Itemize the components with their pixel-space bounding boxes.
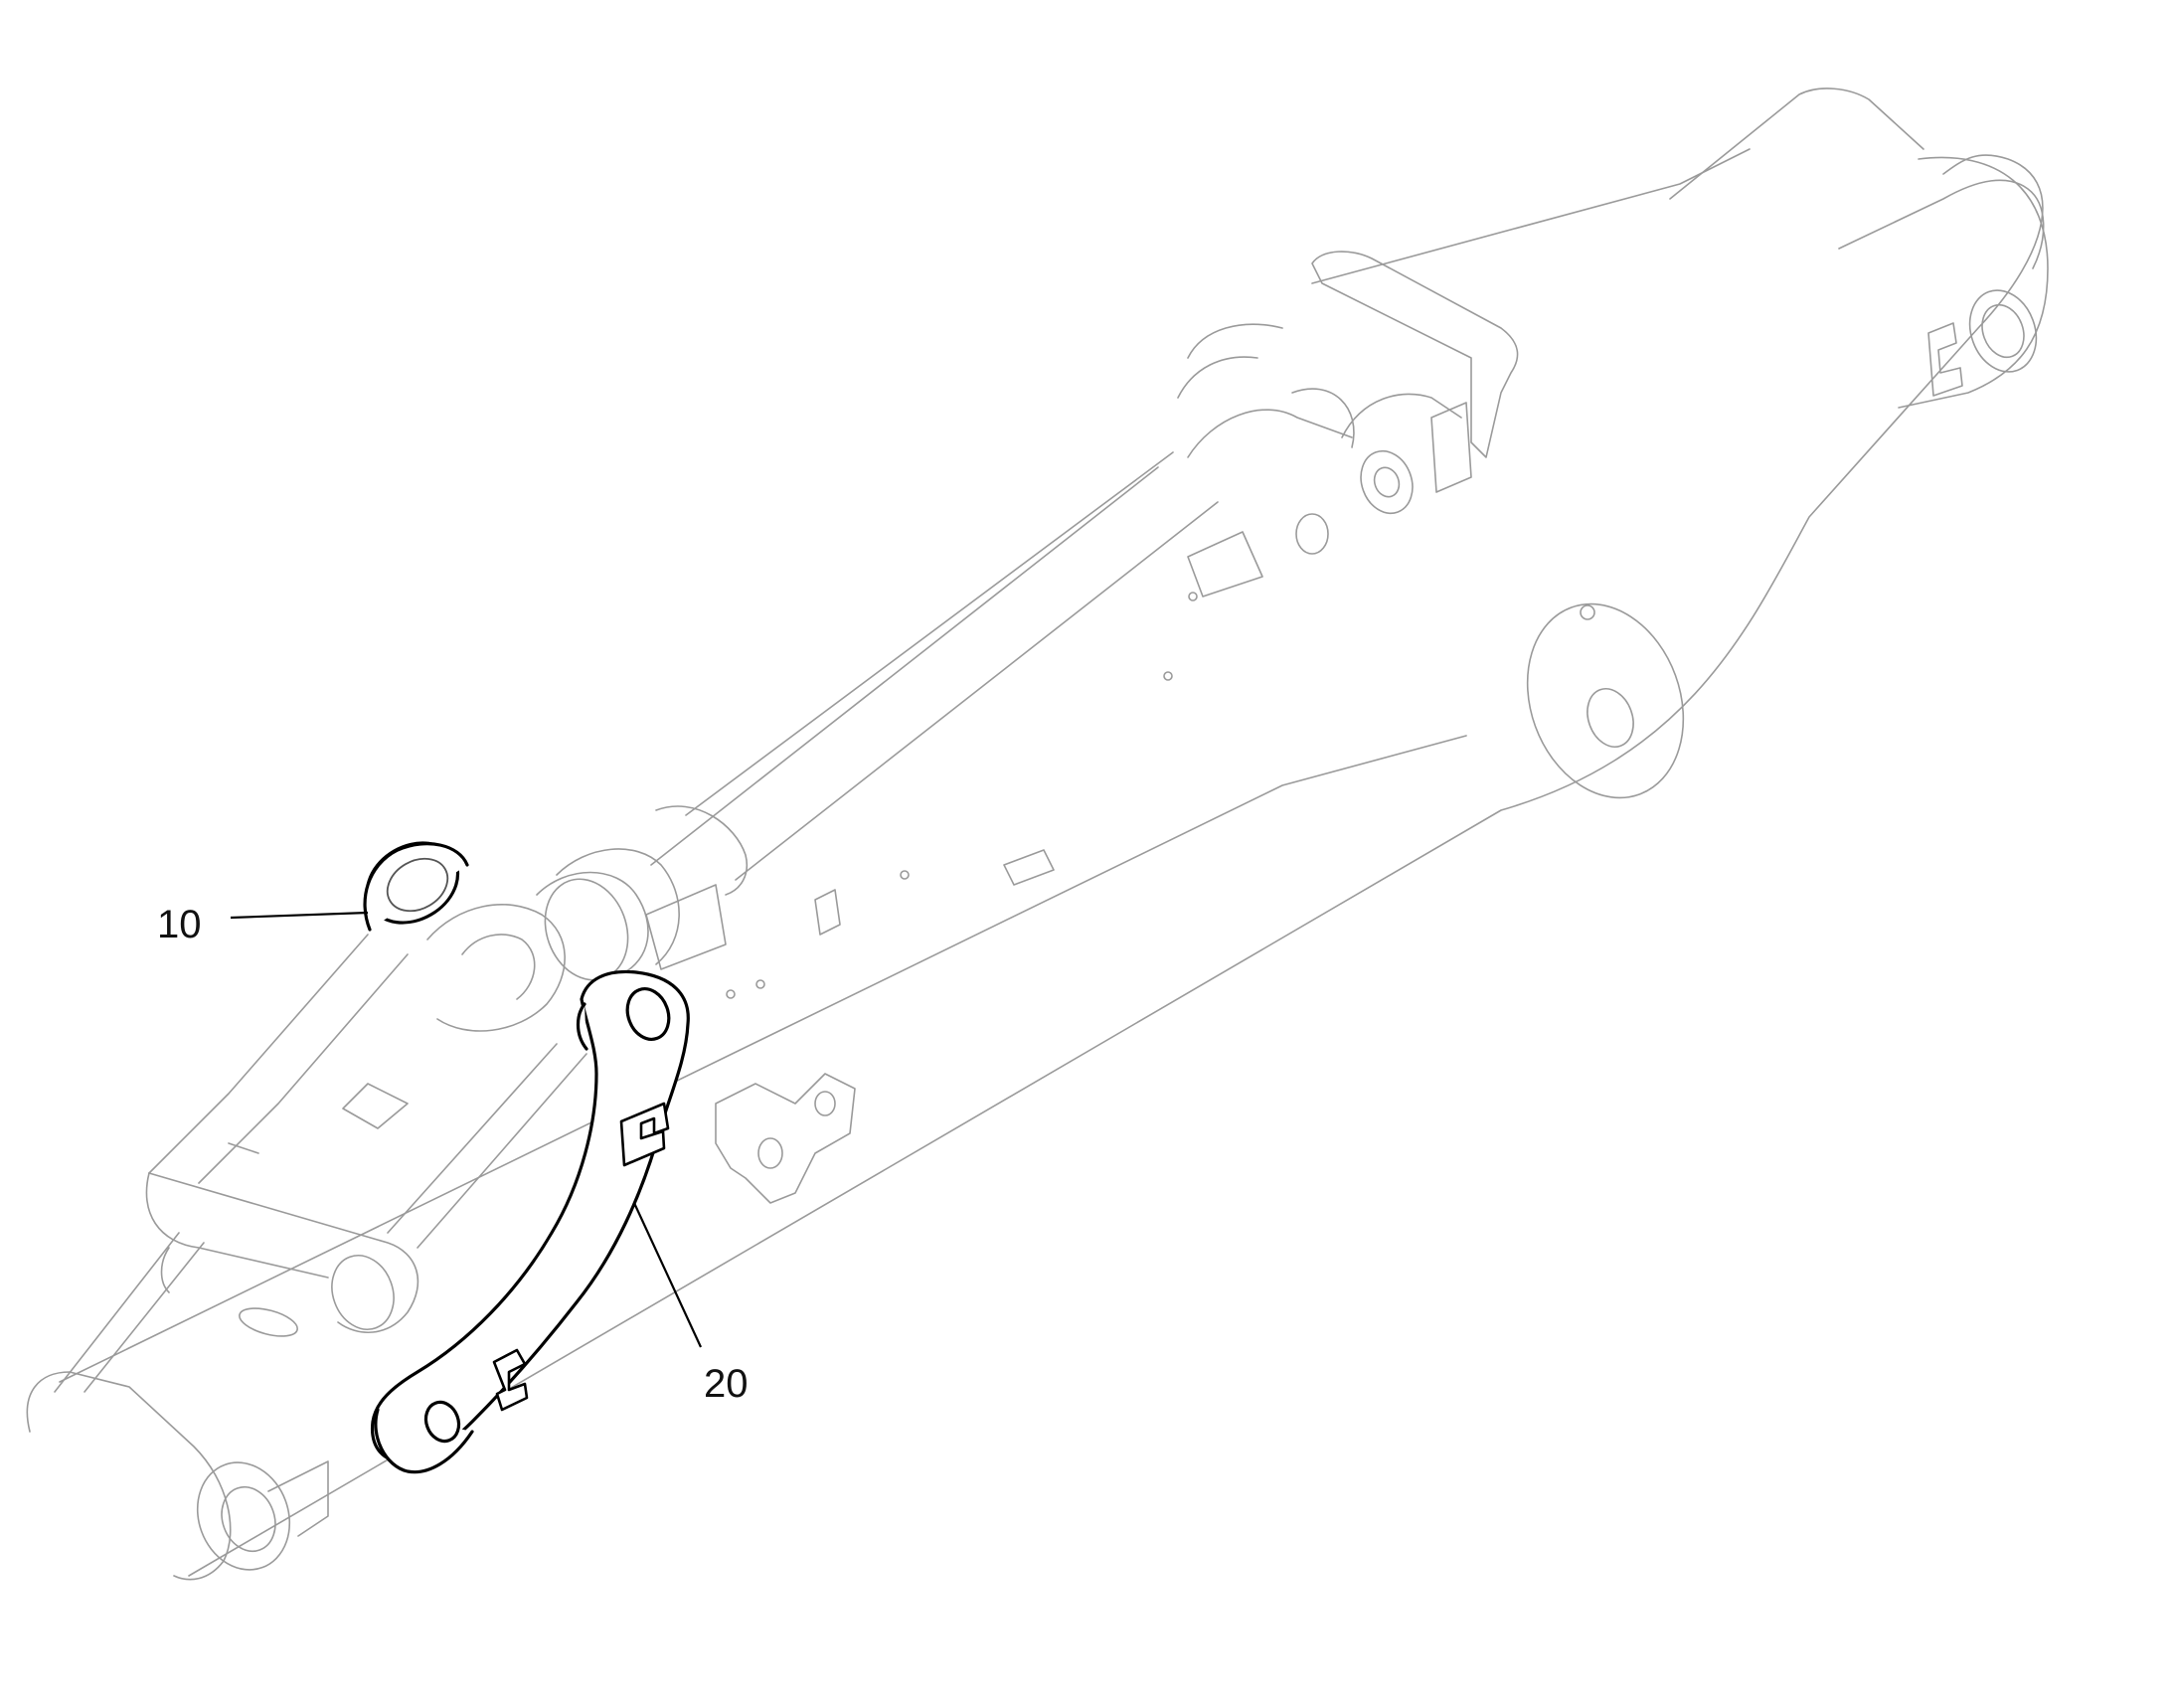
callout-label-10: 10 (157, 903, 202, 946)
leader-line-20 (633, 1202, 702, 1348)
callout-label-20: 20 (704, 1362, 749, 1406)
hydraulic-cylinder (536, 251, 1519, 981)
lower-frame (54, 592, 1198, 1393)
boom-body (26, 87, 2049, 1581)
part-20-link-plate (370, 969, 690, 1474)
part-10-spacer-ring (363, 841, 469, 932)
leader-line-10 (230, 911, 369, 920)
